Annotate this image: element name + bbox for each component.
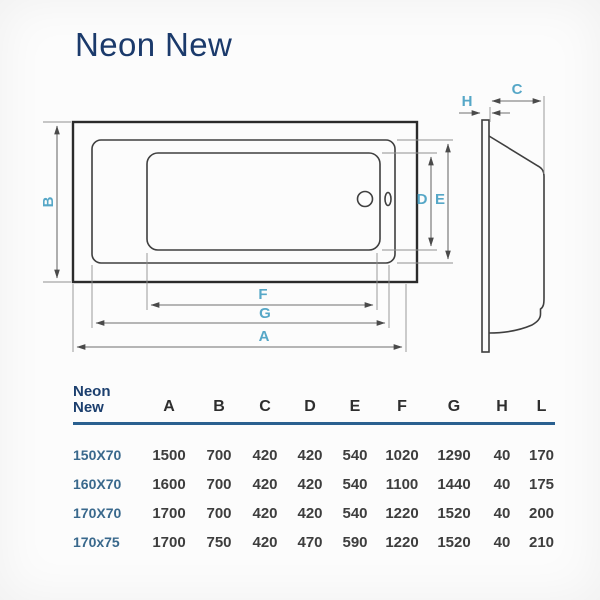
value-cell: 420	[252, 533, 278, 551]
value-cell: 175	[528, 475, 555, 493]
value-cell: 1440	[437, 475, 471, 493]
table-header-model-line1: Neon	[73, 383, 111, 400]
value-cell: 1220	[385, 533, 419, 551]
model-cell: 170X70	[73, 505, 122, 521]
value-cell: 700	[206, 446, 232, 464]
value-cell: 40	[493, 475, 511, 493]
value-cell: 1020	[385, 446, 419, 464]
dim-label-c: C	[512, 81, 523, 98]
dim-label-e: E	[435, 191, 445, 208]
side-profile	[488, 135, 545, 334]
dim-d: D	[382, 152, 437, 251]
value-cell: 200	[528, 504, 555, 522]
value-cell: 40	[493, 504, 511, 522]
value-cell: 1600	[152, 475, 186, 493]
value-cell: 1500	[152, 446, 186, 464]
value-cell: 420	[252, 475, 278, 493]
page-title: Neon New	[75, 26, 233, 63]
value-cell: 1100	[385, 475, 419, 493]
dim-label-g: G	[259, 305, 271, 322]
drain-icon	[356, 190, 374, 208]
dim-c: C	[491, 81, 545, 174]
value-cell: 40	[493, 533, 511, 551]
col-header-c: C	[259, 398, 271, 415]
value-cell: 420	[252, 504, 278, 522]
value-cell: 1700	[152, 504, 186, 522]
table-row: 150X70 1500 700 420 420 540 1020 1290 40…	[73, 441, 565, 470]
value-cell: 540	[342, 504, 368, 522]
value-cell: 470	[297, 533, 323, 551]
value-cell: 40	[493, 446, 511, 464]
dim-h: H	[459, 93, 510, 122]
value-cell: 540	[342, 446, 368, 464]
value-cell: 170	[528, 446, 555, 464]
model-cell: 160X70	[73, 476, 122, 492]
table-row: 160X70 1600 700 420 420 540 1100 1440 40…	[73, 470, 565, 499]
overflow-icon	[384, 191, 392, 207]
col-header-b: B	[213, 398, 225, 415]
value-cell: 1220	[385, 504, 419, 522]
col-header-l: L	[536, 398, 547, 415]
value-cell: 1520	[437, 504, 471, 522]
value-cell: 700	[206, 475, 232, 493]
dim-label-b: B	[40, 196, 57, 207]
dim-label-h: H	[462, 93, 473, 110]
value-cell: 420	[297, 446, 323, 464]
table-header-row: Neon New A B C D E F G H L	[73, 384, 565, 420]
table-header-model: Neon New	[73, 384, 143, 416]
technical-drawing: B D E F	[40, 81, 545, 353]
tub-basin	[146, 152, 381, 251]
table-header-model-line2: New	[73, 399, 104, 416]
value-cell: 420	[252, 446, 278, 464]
tub-outer-edge	[71, 120, 419, 284]
value-cell: 420	[297, 504, 323, 522]
value-cell: 420	[297, 475, 323, 493]
model-cell: 170x75	[73, 534, 120, 550]
dim-a: A	[72, 284, 407, 352]
col-header-g: G	[447, 398, 461, 415]
side-panel-edge	[481, 119, 490, 353]
value-cell: 700	[206, 504, 232, 522]
dim-label-a: A	[259, 328, 270, 345]
value-cell: 1520	[437, 533, 471, 551]
side-view: H C	[459, 81, 545, 353]
value-cell: 540	[342, 475, 368, 493]
value-cell: 1290	[437, 446, 471, 464]
col-header-e: E	[349, 398, 361, 415]
value-cell: 590	[342, 533, 368, 551]
col-header-d: D	[304, 398, 316, 415]
model-cell: 150X70	[73, 447, 122, 463]
top-view: B D E F	[40, 120, 453, 352]
dim-b: B	[40, 121, 71, 283]
dim-e: E	[397, 139, 453, 264]
spec-table: Neon New A B C D E F G H L 150X70 1500 7…	[73, 384, 565, 557]
col-header-h: H	[496, 398, 508, 415]
value-cell: 210	[528, 533, 555, 551]
col-header-a: A	[163, 398, 175, 415]
value-cell: 1700	[152, 533, 186, 551]
table-row: 170x75 1700 750 420 470 590 1220 1520 40…	[73, 528, 565, 557]
table-underline	[73, 422, 555, 425]
dim-label-d: D	[417, 191, 428, 208]
value-cell: 750	[206, 533, 232, 551]
dim-g: G	[91, 265, 390, 328]
col-header-f: F	[397, 398, 407, 415]
tub-rim	[91, 139, 396, 264]
dim-label-f: F	[258, 286, 267, 303]
table-row: 170X70 1700 700 420 420 540 1220 1520 40…	[73, 499, 565, 528]
dim-f: F	[146, 253, 378, 310]
